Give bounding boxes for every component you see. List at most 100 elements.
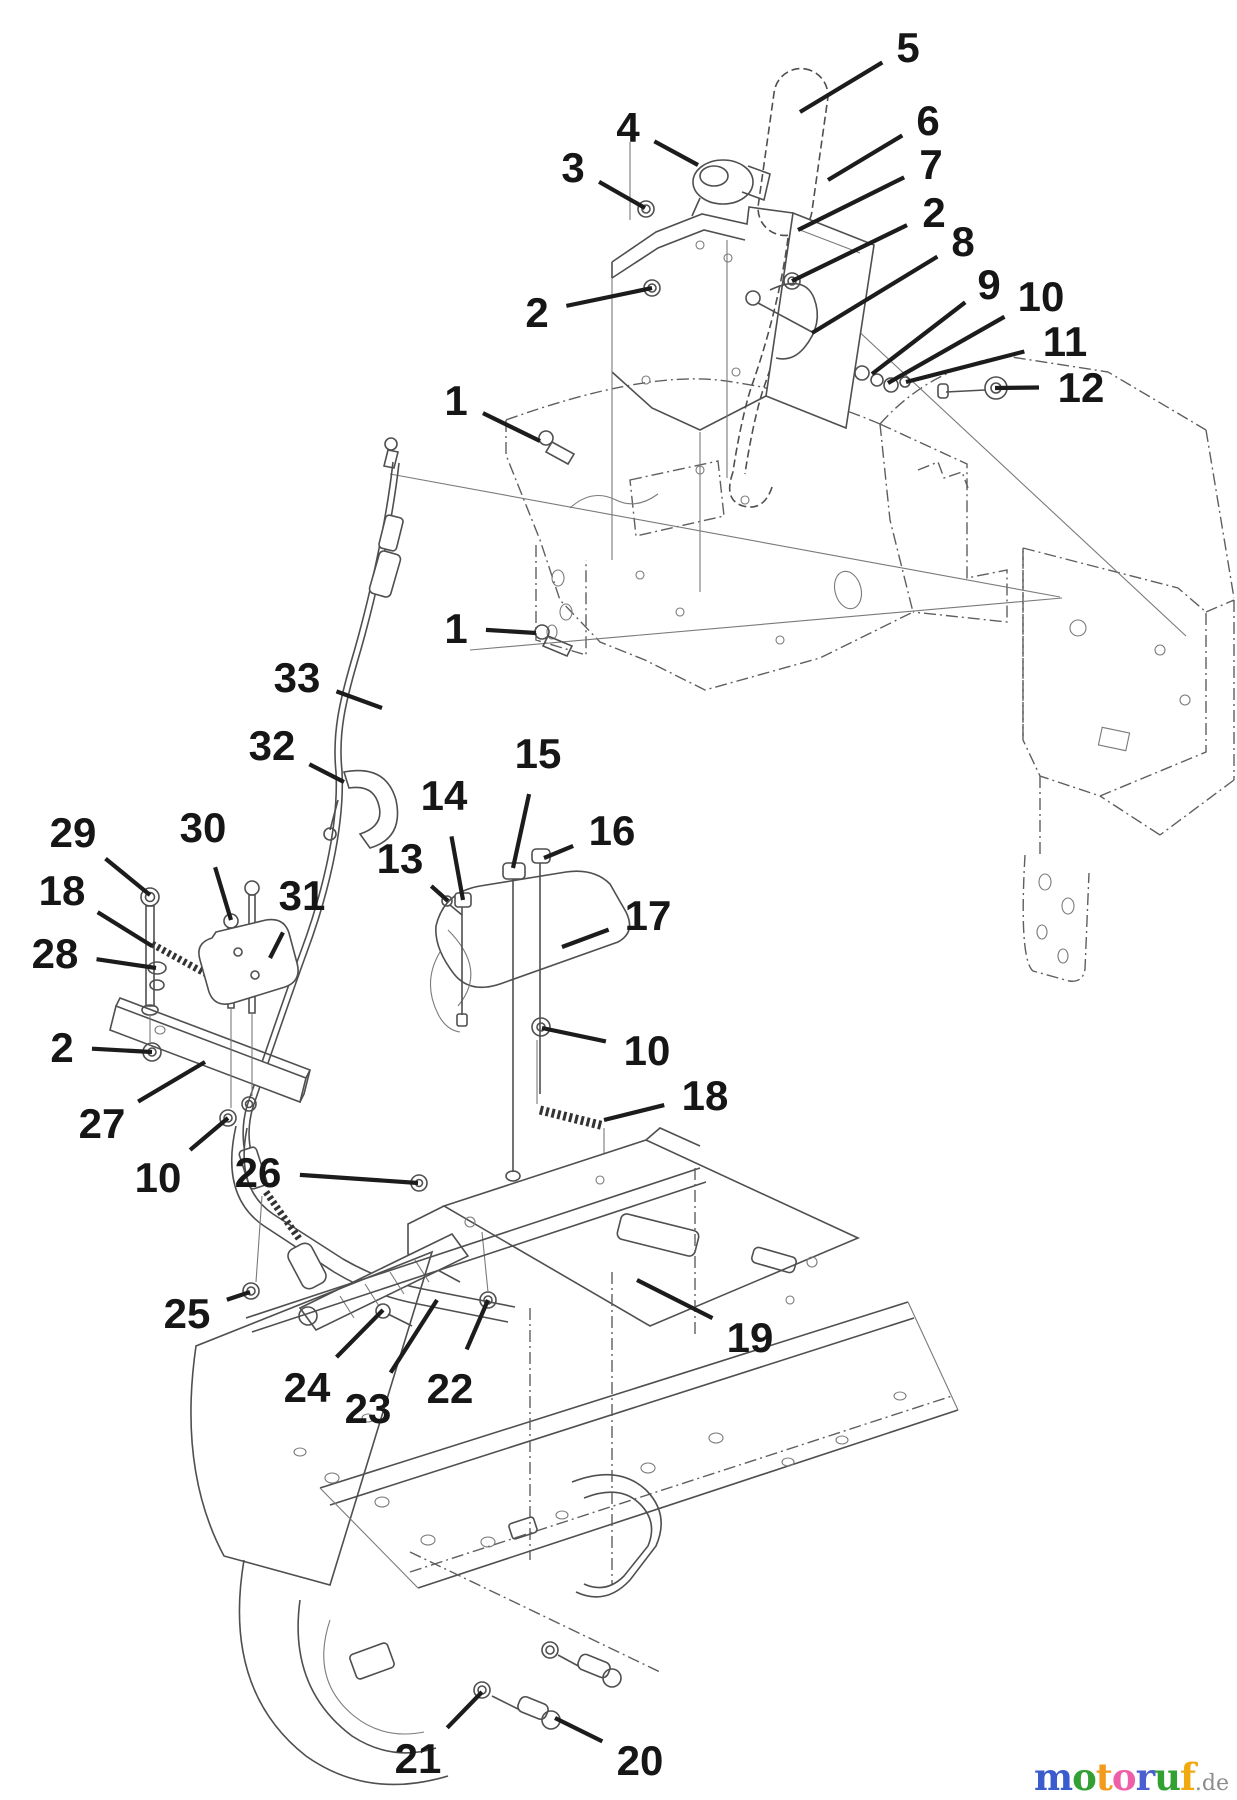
leader-line [797, 175, 906, 232]
callout-number: 1 [444, 377, 467, 424]
callout-number: 2 [922, 189, 945, 236]
callout-29: 29 [50, 809, 152, 897]
callout-number: 18 [682, 1072, 729, 1119]
callout-20: 20 [554, 1716, 664, 1784]
logo-letter: f [1179, 1755, 1196, 1799]
motoruf-watermark: motoruf.de [1034, 1759, 1229, 1796]
callout-3: 3 [561, 144, 647, 210]
leader-line [268, 931, 285, 959]
leader-line [482, 411, 541, 443]
callout-number: 17 [625, 892, 672, 939]
control-cable [238, 437, 404, 1190]
callout-10: 10 [541, 1025, 670, 1074]
callout-18: 18 [603, 1072, 729, 1123]
callout-15: 15 [510, 730, 562, 869]
callout-number: 1 [444, 605, 467, 652]
bellcrank-plate-assembly [230, 1125, 860, 1332]
callout-number: 5 [896, 24, 919, 71]
callout-13: 13 [377, 835, 450, 903]
leader-line [308, 762, 345, 784]
leader-line [826, 133, 904, 182]
leader-line [905, 349, 1025, 385]
leader-line [485, 627, 537, 636]
callout-2: 2 [525, 285, 653, 336]
callout-2: 2 [791, 189, 946, 283]
callout-number: 2 [50, 1024, 73, 1071]
leader-line [335, 689, 383, 710]
leader-line [429, 884, 450, 903]
callout-21: 21 [395, 1690, 484, 1782]
callout-number: 27 [79, 1100, 126, 1147]
callout-24: 24 [284, 1308, 385, 1411]
callout-number: 23 [345, 1385, 392, 1432]
callout-10: 10 [886, 273, 1065, 385]
callout-number: 24 [284, 1364, 331, 1411]
callout-number: 15 [515, 730, 562, 777]
leader-line [561, 927, 610, 949]
callout-27: 27 [79, 1060, 207, 1147]
callout-number: 18 [39, 867, 86, 914]
callout-number: 12 [1058, 364, 1105, 411]
leader-line [464, 1299, 490, 1351]
callout-25: 25 [164, 1290, 251, 1337]
leader-line [335, 1308, 385, 1359]
leader-line [213, 866, 234, 921]
leader-line [104, 856, 152, 897]
callout-1: 1 [444, 605, 537, 652]
callout-23: 23 [345, 1298, 439, 1432]
callout-number: 10 [135, 1154, 182, 1201]
leader-line [653, 139, 700, 167]
leader-line [543, 844, 574, 860]
callout-11: 11 [905, 318, 1087, 385]
callout-number: 10 [1018, 273, 1065, 320]
callout-31: 31 [268, 872, 326, 959]
callout-number: 29 [50, 809, 97, 856]
logo-letter: r [1135, 1755, 1155, 1799]
callout-number: 9 [977, 261, 1000, 308]
callout-number: 16 [589, 807, 636, 854]
callout-number: 11 [1043, 318, 1087, 365]
leader-line [886, 314, 1006, 385]
callout-number: 2 [525, 289, 548, 336]
leader-line [565, 285, 653, 308]
motoruf-logo-suffix: .de [1194, 1771, 1229, 1796]
leader-line [541, 1025, 607, 1044]
callout-7: 7 [797, 141, 943, 232]
callout-number: 6 [916, 97, 939, 144]
callout-4: 4 [616, 104, 700, 167]
callout-number: 13 [377, 835, 424, 882]
logo-letter: u [1154, 1755, 1181, 1799]
callout-14: 14 [421, 772, 468, 901]
callout-number: 7 [919, 141, 942, 188]
callout-number: 31 [279, 872, 326, 919]
callout-8: 8 [810, 218, 975, 335]
callout-26: 26 [235, 1149, 419, 1196]
leader-line [791, 223, 908, 283]
callout-number: 14 [421, 772, 468, 819]
cable-clip-32 [342, 769, 399, 849]
leader-line [96, 957, 157, 971]
leader-line [137, 1060, 207, 1104]
leader-line [510, 793, 532, 869]
leader-line [636, 1278, 714, 1320]
bottom-frame [190, 1167, 959, 1786]
leader-line [598, 180, 647, 210]
callout-number: 4 [616, 104, 640, 151]
callout-number: 26 [235, 1149, 282, 1196]
logo-letter: o [1072, 1755, 1097, 1799]
callout-number: 32 [249, 722, 296, 769]
leader-line [299, 1172, 419, 1186]
motoruf-logo-text: motoruf [1034, 1755, 1196, 1799]
callout-number: 3 [561, 144, 584, 191]
callout-22: 22 [427, 1299, 490, 1412]
callout-number: 20 [617, 1737, 664, 1784]
callout-17: 17 [561, 892, 672, 949]
logo-letter: t [1095, 1755, 1113, 1799]
leader-line [226, 1290, 251, 1302]
callout-1: 1 [444, 377, 541, 443]
callout-number: 8 [951, 218, 974, 265]
callout-number: 30 [180, 804, 227, 851]
